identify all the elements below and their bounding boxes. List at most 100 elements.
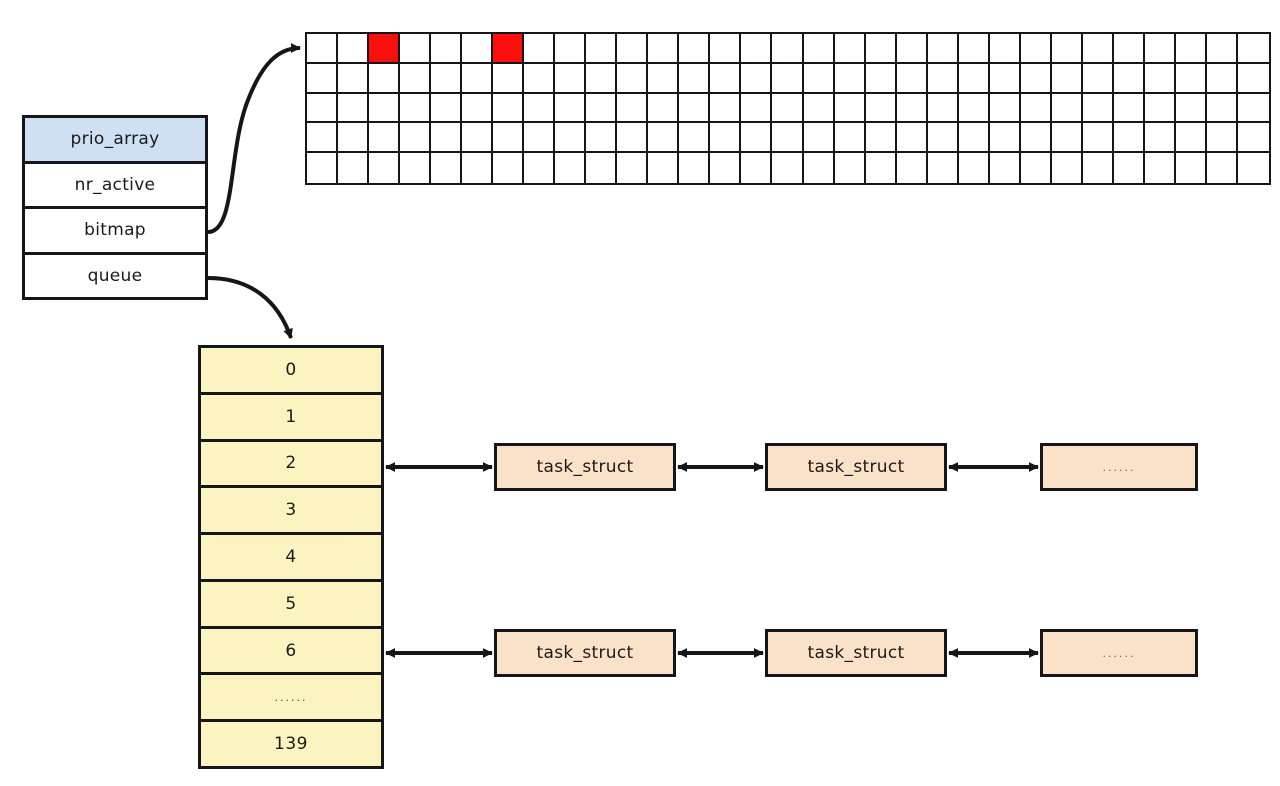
task-struct-node: task_struct — [765, 443, 947, 491]
queue-slot-2: 2 — [201, 441, 381, 489]
bitmap-cell — [1051, 93, 1083, 124]
bitmap-cell — [803, 153, 835, 183]
bitmap-cell — [586, 93, 618, 124]
bitmap-cell — [307, 153, 339, 183]
bitmap-cell — [865, 153, 897, 183]
bitmap-cell — [803, 63, 835, 94]
prio-array-field-label: nr_active — [74, 174, 156, 195]
bitmap-cell — [772, 93, 804, 124]
bitmap-cell — [927, 63, 959, 94]
bitmap-cell — [555, 63, 587, 94]
bitmap-cell — [834, 63, 866, 94]
bitmap-cell — [1082, 63, 1114, 94]
bitmap-cell — [555, 123, 587, 154]
bitmap-cell — [772, 34, 804, 64]
bitmap-cell — [462, 93, 494, 124]
bitmap-cell — [710, 63, 742, 94]
task-struct-label: task_struct — [536, 643, 634, 663]
queue-slot-label: 6 — [285, 640, 297, 661]
bitmap-cell — [958, 93, 990, 124]
bitmap-grid — [305, 32, 1271, 185]
task-struct-node: task_struct — [494, 443, 676, 491]
bitmap-cell — [1175, 153, 1207, 183]
task-struct-label: ...... — [1102, 646, 1136, 660]
queue-slot-5: 5 — [201, 581, 381, 629]
bitmap-cell — [400, 123, 432, 154]
bitmap-cell — [1020, 153, 1052, 183]
queue-slot-label: 0 — [285, 359, 297, 380]
bitmap-cell — [1113, 153, 1145, 183]
bitmap-cell — [1051, 123, 1083, 154]
bitmap-cell — [338, 34, 370, 64]
bitmap-cell-set — [493, 34, 525, 64]
bitmap-cell — [1020, 123, 1052, 154]
bitmap-cell — [1206, 63, 1238, 94]
bitmap-cell — [1144, 63, 1176, 94]
bitmap-cell — [1175, 123, 1207, 154]
bitmap-cell — [1144, 93, 1176, 124]
bitmap-cell — [741, 123, 773, 154]
bitmap-cell — [1113, 93, 1145, 124]
bitmap-cell — [865, 34, 897, 64]
bitmap-cell — [307, 93, 339, 124]
bitmap-cell — [710, 153, 742, 183]
bitmap-cell — [493, 123, 525, 154]
bitmap-cell — [834, 93, 866, 124]
bitmap-cell — [958, 34, 990, 64]
bitmap-cell — [1051, 153, 1083, 183]
prio-array-field-label: bitmap — [84, 220, 146, 241]
bitmap-cell — [369, 153, 401, 183]
task-struct-label: ...... — [1102, 460, 1136, 474]
queue-slot-0: 0 — [201, 348, 381, 395]
bitmap-cell — [462, 153, 494, 183]
bitmap-cell — [431, 93, 463, 124]
bitmap-cell — [1237, 34, 1269, 64]
queue-slot-label: 3 — [285, 500, 297, 521]
bitmap-cell — [555, 93, 587, 124]
queue-slot-6: 6 — [201, 628, 381, 676]
bitmap-cell — [1237, 63, 1269, 94]
bitmap-cell — [307, 123, 339, 154]
bitmap-cell — [741, 93, 773, 124]
bitmap-cell — [462, 123, 494, 154]
bitmap-cell — [493, 153, 525, 183]
bitmap-cell — [462, 34, 494, 64]
bitmap-cell — [1113, 123, 1145, 154]
bitmap-to-grid-arrow — [207, 43, 301, 234]
bitmap-cell — [586, 123, 618, 154]
queue-slot-3: 3 — [201, 488, 381, 536]
prio-array-field-bitmap: bitmap — [25, 209, 205, 255]
bitmap-cell — [648, 93, 680, 124]
bitmap-cell — [400, 63, 432, 94]
bitmap-cell — [958, 63, 990, 94]
bitmap-cell — [958, 153, 990, 183]
bitmap-cell — [741, 34, 773, 64]
bitmap-cell — [431, 63, 463, 94]
bitmap-cell — [400, 34, 432, 64]
queue-slot-139: 139 — [201, 722, 381, 767]
task-struct-ellipsis-node: ...... — [1040, 443, 1198, 491]
bitmap-cell — [431, 123, 463, 154]
queue-slot-4: 4 — [201, 535, 381, 582]
bitmap-cell — [1082, 153, 1114, 183]
bitmap-cell — [1082, 123, 1114, 154]
prio-array-field-prio_array: prio_array — [25, 118, 205, 164]
bitmap-cell — [586, 34, 618, 64]
bitmap-cell — [1237, 93, 1269, 124]
bitmap-cell — [896, 153, 928, 183]
bitmap-cell — [555, 34, 587, 64]
bitmap-cell — [1144, 123, 1176, 154]
queue-slot-......: ...... — [201, 675, 381, 723]
prio-array-field-nr_active: nr_active — [25, 163, 205, 209]
prio-array-field-label: queue — [87, 265, 143, 286]
bitmap-cell — [1113, 34, 1145, 64]
bitmap-cell — [369, 93, 401, 124]
task-struct-node: task_struct — [765, 629, 947, 677]
queue-slot-label: 4 — [285, 547, 297, 568]
bitmap-cell — [772, 123, 804, 154]
bitmap-cell — [1206, 93, 1238, 124]
bitmap-cell — [369, 63, 401, 94]
bitmap-cell — [431, 153, 463, 183]
bitmap-cell — [834, 153, 866, 183]
bitmap-cell — [462, 63, 494, 94]
